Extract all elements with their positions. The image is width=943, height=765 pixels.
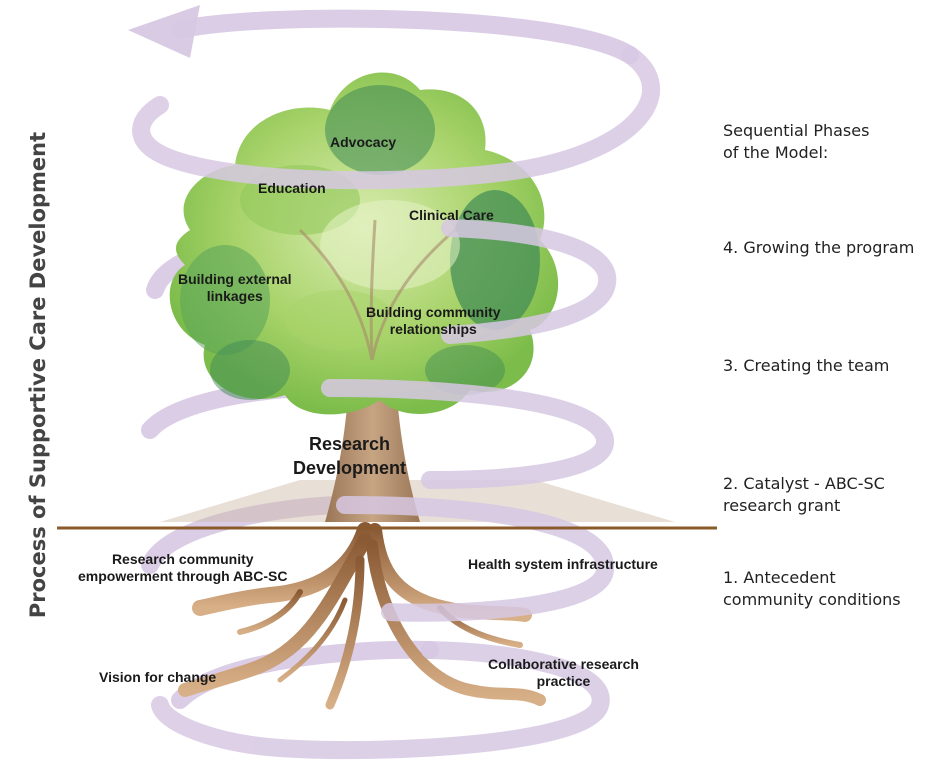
label-building-community-relationships: Building community relationships: [366, 304, 501, 338]
label-building-external-linkages: Building external linkages: [178, 271, 292, 305]
phase-1: 1. Antecedent community conditions: [723, 567, 901, 611]
phases-header-line: of the Model:: [723, 143, 829, 162]
label-collaborative-research-practice: Collaborative research practice: [488, 656, 639, 690]
label-education: Education: [258, 180, 326, 196]
tree-branches: [298, 219, 456, 361]
phase-line: 1. Antecedent: [723, 568, 836, 587]
label-line: Development: [293, 458, 407, 478]
label-clinical-care: Clinical Care: [409, 207, 494, 223]
label-line: practice: [536, 673, 591, 689]
label-advocacy: Advocacy: [330, 134, 397, 150]
label-vision-for-change: Vision for change: [99, 669, 217, 685]
label-line: Research: [308, 434, 391, 454]
process-title: Process of Supportive Care Development: [26, 131, 50, 619]
spiral-arrowhead: [128, 5, 200, 58]
label-line: relationships: [389, 321, 477, 337]
label-line: Building community: [366, 304, 501, 320]
label-line: empowerment through ABC-SC: [78, 568, 288, 584]
phase-4: 4. Growing the program: [723, 238, 915, 257]
phase-line: community conditions: [723, 590, 901, 609]
phases-header: Sequential Phases of the Model:: [723, 120, 869, 164]
phase-3: 3. Creating the team: [723, 356, 890, 375]
phases-header-line: Sequential Phases: [723, 121, 870, 140]
label-research-development: Research Development: [293, 432, 406, 480]
phase-2: 2. Catalyst - ABC-SC research grant: [723, 473, 885, 517]
phase-line: 2. Catalyst - ABC-SC: [723, 474, 885, 493]
label-line: linkages: [206, 288, 263, 304]
label-research-community-empowerment: Research community empowerment through A…: [78, 551, 287, 585]
label-line: Building external: [178, 271, 292, 287]
label-health-system-infrastructure: Health system infrastructure: [468, 556, 658, 572]
tree-canopy: [169, 72, 559, 415]
phase-line: research grant: [723, 496, 841, 515]
label-line: Collaborative research: [488, 656, 639, 672]
label-line: Research community: [111, 551, 254, 567]
spiral-front: [132, 46, 660, 760]
